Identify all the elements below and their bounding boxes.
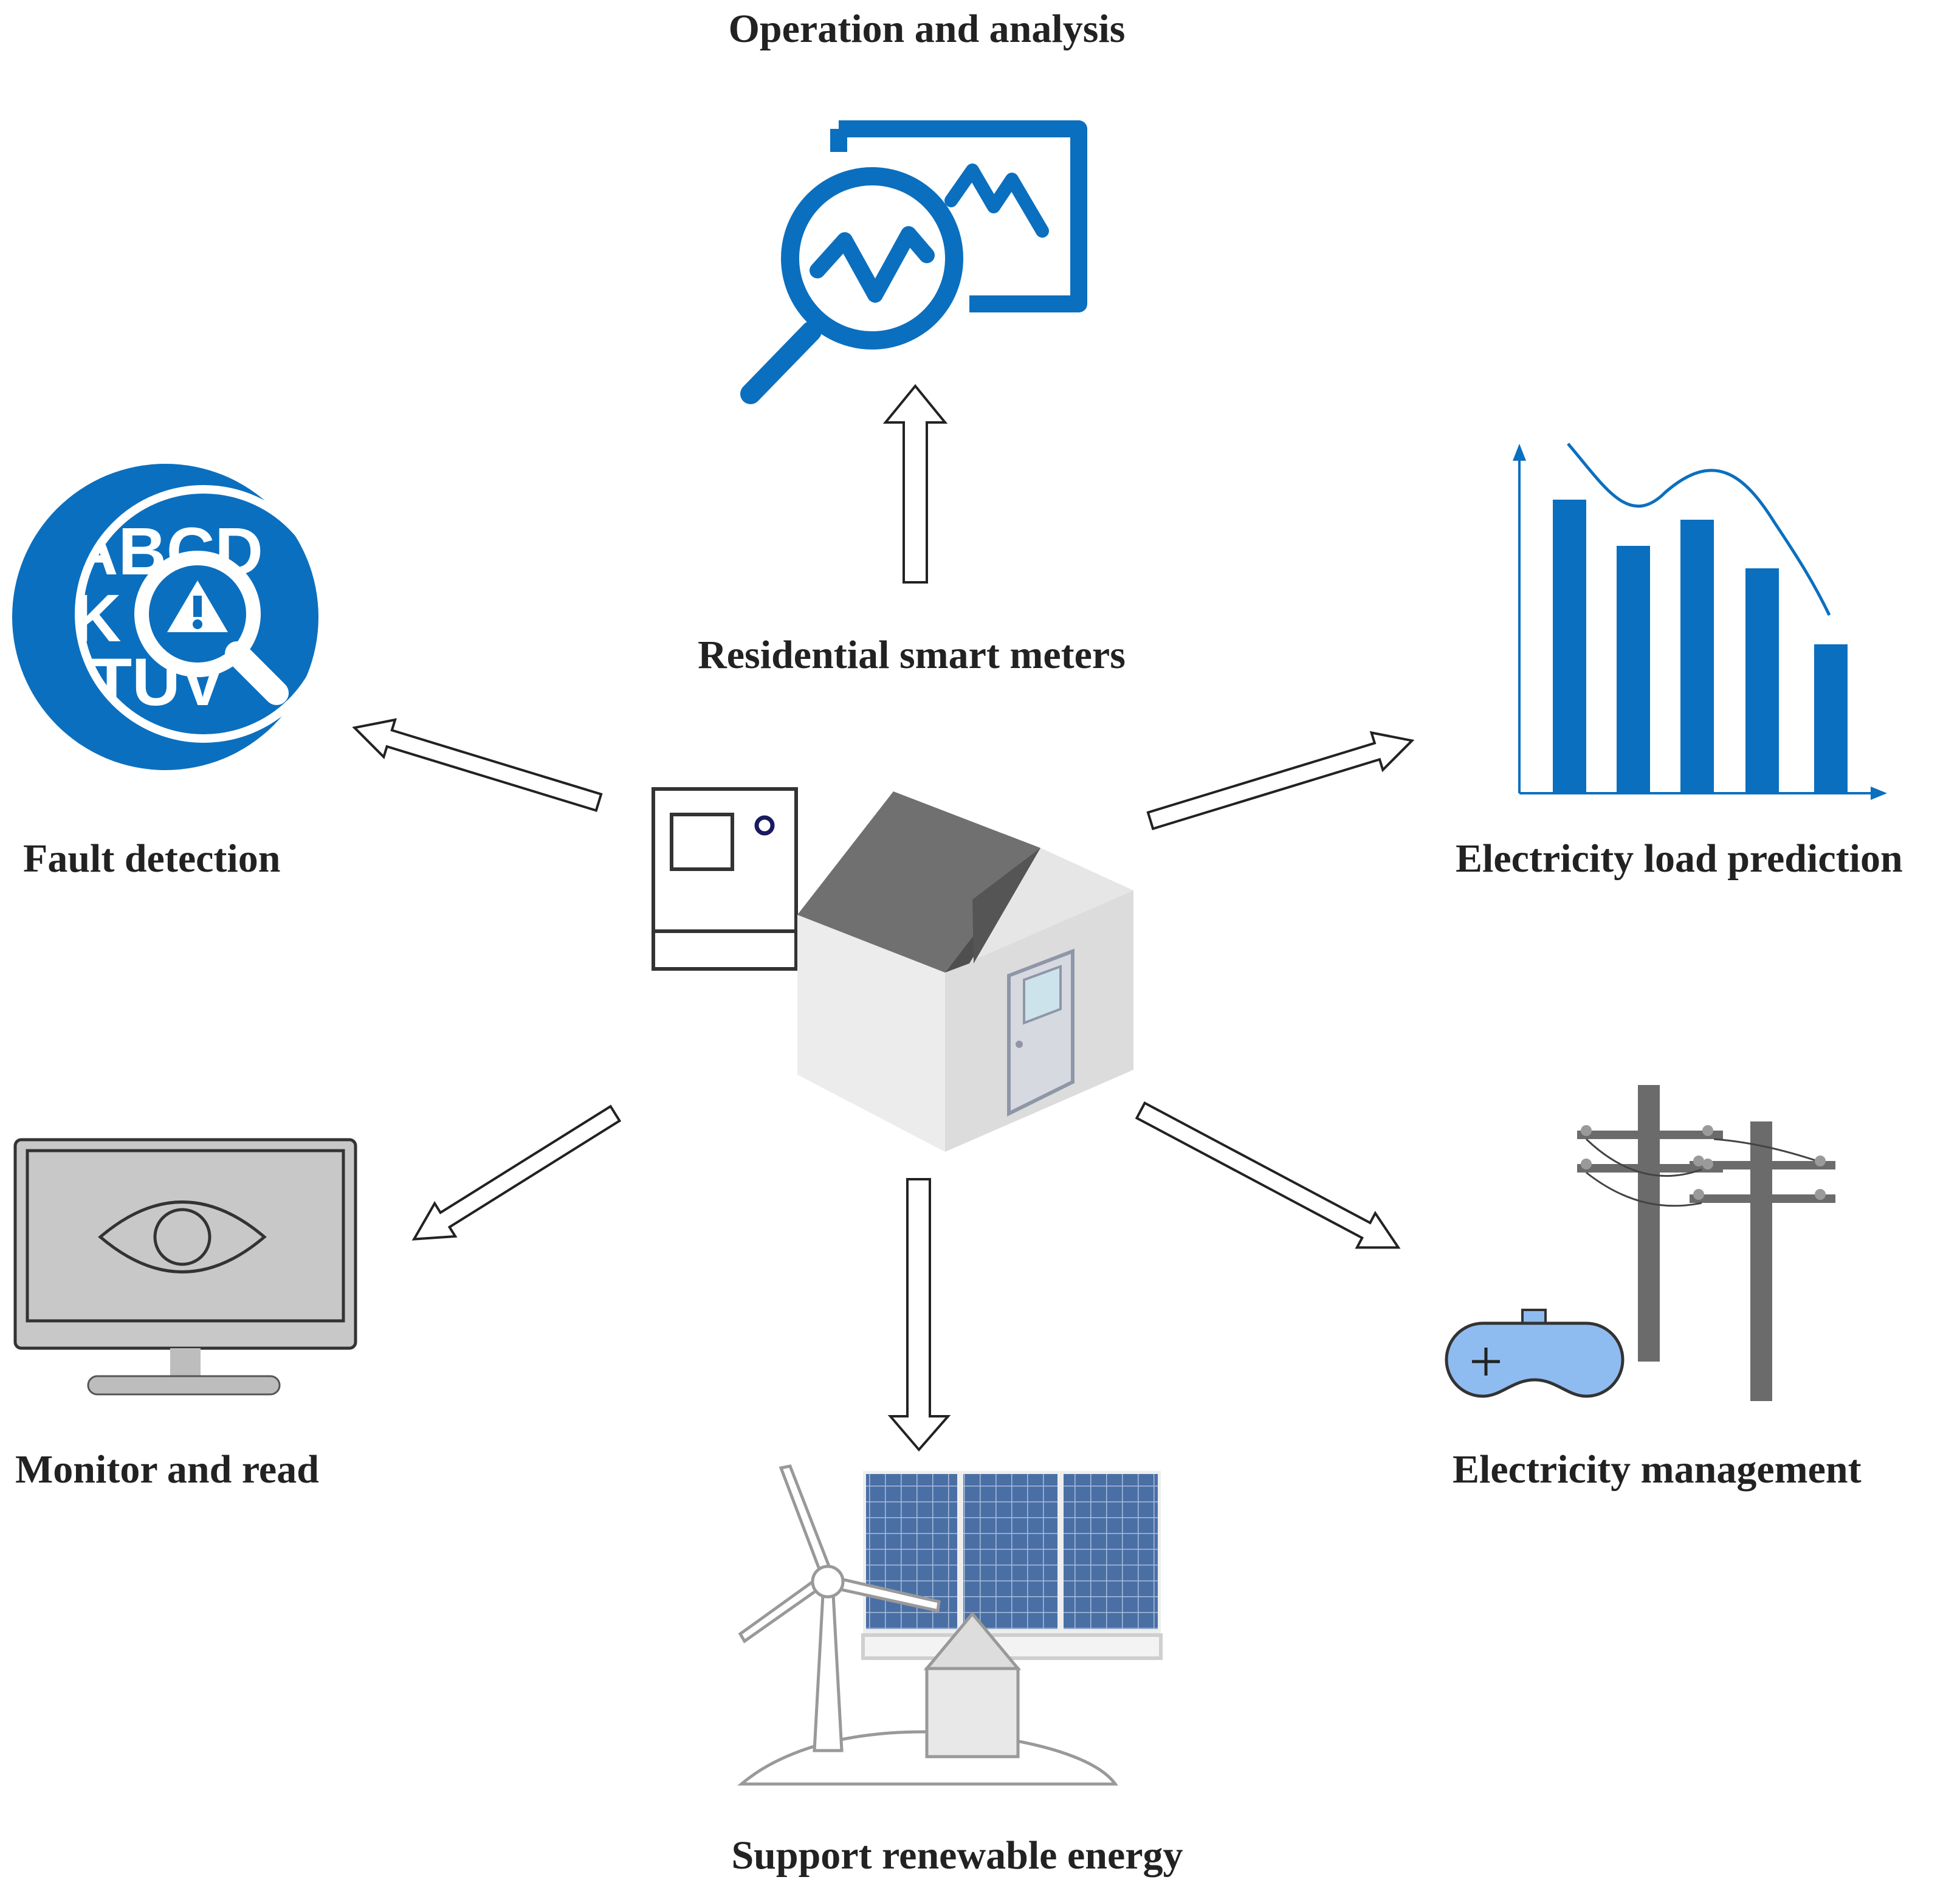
- arrow-to-monitor: [411, 1104, 622, 1241]
- arrow-to-operation: [882, 384, 948, 584]
- label-electricity-load-prediction: Electricity load prediction: [1456, 836, 1903, 881]
- label-operation-and-analysis: Operation and analysis: [728, 7, 1126, 51]
- monitor-eye-icon: [13, 1138, 357, 1396]
- arrow-to-management: [1135, 1101, 1401, 1249]
- wind-solar-icon: [737, 1464, 1163, 1786]
- label-electricity-management: Electricity management: [1453, 1447, 1862, 1492]
- arrow-to-fault: [352, 718, 603, 812]
- label-support-renewable-energy: Support renewable energy: [731, 1833, 1183, 1878]
- fault-search-icon: ABCD K TUV: [12, 464, 332, 770]
- power-poles-icon: [1445, 1085, 1835, 1401]
- label-residential-smart-meters: Residential smart meters: [698, 633, 1126, 677]
- magnifier-chart-icon: [740, 120, 1087, 404]
- arrow-to-load: [1146, 731, 1415, 830]
- svg-text:K: K: [73, 581, 121, 656]
- bar-chart-icon: [1513, 443, 1887, 800]
- house: [797, 791, 1133, 1152]
- label-monitor-and-read: Monitor and read: [15, 1447, 319, 1492]
- smart-meter: [652, 787, 798, 971]
- arrow-to-renewable: [887, 1178, 951, 1452]
- label-fault-detection: Fault detection: [23, 836, 281, 881]
